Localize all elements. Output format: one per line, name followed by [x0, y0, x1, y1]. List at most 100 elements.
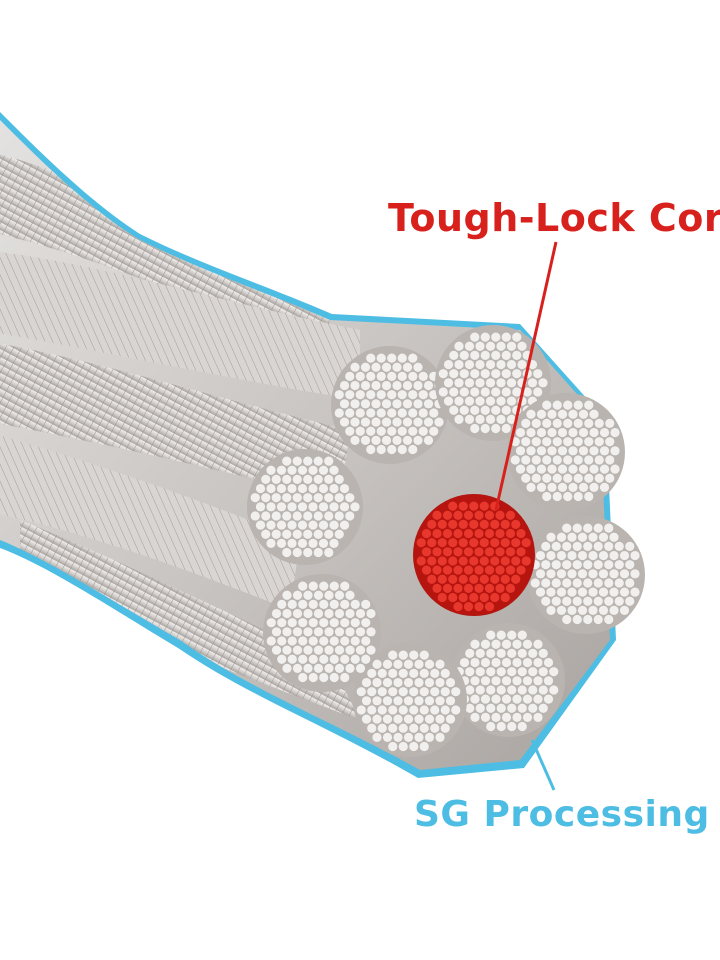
fiber	[528, 648, 538, 659]
fiber	[480, 639, 491, 649]
fiber	[517, 630, 527, 640]
fiber	[345, 663, 355, 673]
fiber	[563, 491, 573, 502]
fiber	[313, 547, 323, 558]
fiber	[614, 560, 624, 570]
fiber	[324, 645, 334, 655]
fiber	[465, 685, 475, 695]
fiber	[271, 627, 282, 637]
fiber	[572, 596, 582, 606]
fiber	[533, 712, 543, 722]
fiber	[297, 538, 308, 548]
strand-bundle	[435, 325, 551, 441]
fiber	[432, 565, 442, 575]
fiber	[584, 400, 594, 410]
fiber	[372, 714, 382, 724]
fiber	[418, 371, 428, 382]
fiber	[448, 501, 458, 511]
fiber	[266, 465, 276, 475]
fiber	[605, 473, 615, 483]
fiber	[313, 627, 324, 637]
fiber	[551, 541, 561, 552]
fiber	[367, 687, 377, 697]
fiber	[604, 523, 614, 533]
fiber	[454, 414, 464, 424]
strand-bundle	[247, 449, 363, 565]
fiber	[464, 414, 475, 424]
fiber	[562, 560, 572, 570]
fiber	[516, 565, 526, 575]
fiber	[334, 608, 345, 619]
fiber	[584, 418, 594, 429]
fiber	[593, 578, 603, 588]
fiber	[445, 677, 456, 688]
fiber	[340, 636, 350, 646]
fiber	[512, 332, 522, 342]
fiber	[557, 482, 568, 492]
fiber	[475, 414, 485, 424]
fiber	[329, 465, 339, 475]
fiber	[361, 618, 371, 628]
fiber	[538, 667, 548, 677]
strand-bundle	[263, 574, 381, 692]
fiber	[630, 587, 640, 597]
fiber	[546, 550, 556, 561]
fiber	[538, 648, 548, 659]
fiber	[387, 390, 397, 400]
fiber	[387, 426, 397, 436]
fiber	[604, 560, 614, 570]
fiber	[377, 668, 387, 679]
fiber	[474, 583, 484, 593]
fiber	[480, 423, 490, 434]
fiber	[625, 596, 635, 606]
fiber	[308, 654, 318, 664]
fiber	[589, 427, 599, 438]
fiber	[556, 587, 567, 597]
fiber	[475, 685, 485, 695]
fiber	[355, 608, 366, 619]
fiber	[387, 371, 397, 382]
fiber	[512, 712, 522, 722]
fiber	[470, 405, 480, 415]
fiber	[382, 696, 393, 706]
fiber	[372, 659, 382, 669]
fiber	[423, 380, 434, 391]
fiber	[543, 676, 554, 686]
fiber	[313, 493, 323, 503]
fiber	[324, 493, 334, 503]
fiber	[313, 645, 324, 655]
fiber	[442, 547, 453, 557]
fiber	[578, 446, 589, 456]
fiber	[303, 529, 313, 539]
fiber	[599, 446, 610, 456]
fiber	[287, 465, 297, 475]
fiber	[512, 657, 522, 668]
fiber	[480, 405, 490, 415]
fiber	[355, 390, 365, 400]
fiber	[408, 444, 418, 455]
fiber	[573, 491, 583, 502]
fiber	[303, 645, 313, 655]
fiber	[372, 696, 382, 706]
fiber	[297, 465, 308, 475]
fiber	[584, 455, 594, 465]
fiber	[474, 528, 484, 539]
fiber	[393, 696, 403, 706]
fiber	[367, 723, 377, 733]
fiber	[542, 400, 552, 410]
fiber	[568, 409, 578, 419]
fiber	[271, 645, 282, 655]
fiber	[453, 547, 463, 557]
fiber	[361, 636, 371, 646]
fiber	[356, 687, 366, 697]
fiber	[298, 599, 308, 610]
fiber	[459, 350, 469, 361]
fiber	[463, 547, 474, 557]
fiber	[614, 541, 624, 552]
fiber	[313, 456, 323, 466]
fiber	[573, 437, 583, 447]
fiber	[424, 696, 435, 706]
fiber	[526, 464, 536, 474]
fiber	[271, 608, 282, 619]
